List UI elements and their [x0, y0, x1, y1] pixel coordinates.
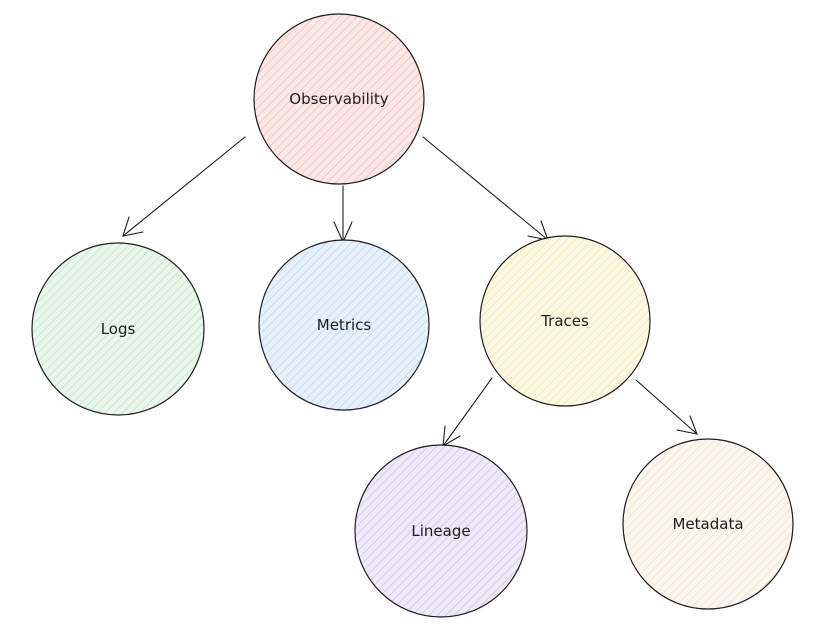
node-metadata[interactable]: Metadata: [622, 438, 794, 610]
edge-traces-metadata: [635, 379, 698, 435]
node-traces[interactable]: Traces: [479, 235, 651, 407]
node-observability[interactable]: Observability: [253, 13, 425, 185]
node-logs[interactable]: Logs: [31, 242, 205, 416]
node-label-metrics: Metrics: [317, 316, 372, 334]
node-label-lineage: Lineage: [411, 522, 470, 540]
edge-observability-metrics: [333, 185, 353, 244]
node-label-observability: Observability: [289, 90, 389, 108]
edge-observability-logs: [122, 136, 246, 237]
node-label-traces: Traces: [540, 312, 589, 330]
node-lineage[interactable]: Lineage: [354, 444, 528, 618]
node-metrics[interactable]: Metrics: [258, 239, 430, 411]
node-label-metadata: Metadata: [672, 515, 743, 533]
edge-observability-traces: [422, 136, 549, 241]
node-label-logs: Logs: [101, 320, 136, 338]
edge-traces-lineage: [442, 377, 493, 448]
